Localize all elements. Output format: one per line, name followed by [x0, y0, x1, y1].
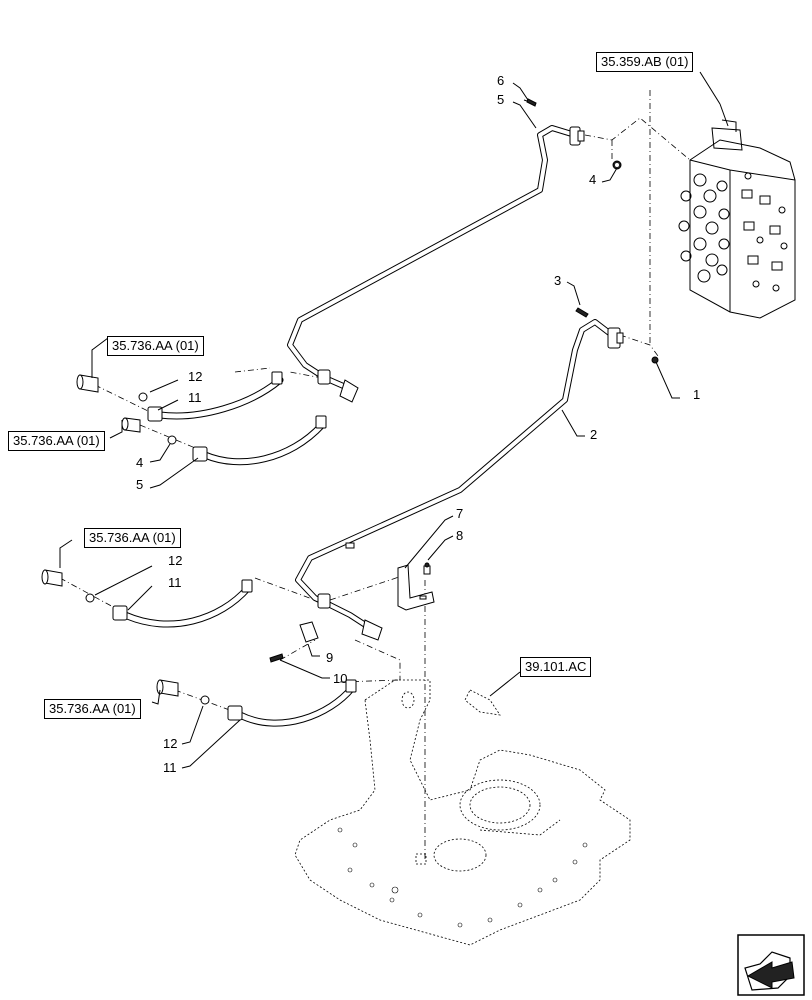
hose-11-lower: [112, 579, 253, 628]
callout-2: 2: [590, 427, 598, 442]
hose-11-bottom: [227, 679, 357, 727]
callout-11-a: 11: [188, 390, 202, 405]
pipe-2: [295, 307, 659, 641]
control-valve-block: [678, 103, 796, 319]
callout-12-b: 12: [168, 553, 183, 568]
arrow-previous-icon[interactable]: [737, 934, 805, 996]
callout-11-c: 11: [163, 760, 177, 775]
bracket-7: [397, 562, 435, 611]
callout-4-mid: 4: [136, 455, 144, 470]
callout-8: 8: [456, 528, 464, 543]
hose-11-upper: [147, 371, 284, 422]
callout-7: 7: [456, 506, 464, 521]
alignment-lines: [59, 90, 691, 860]
callout-9: 9: [326, 650, 334, 665]
callout-11-b: 11: [168, 575, 182, 590]
callout-3: 3: [554, 273, 562, 288]
pipe-5: [287, 98, 622, 403]
callout-12-a: 12: [188, 369, 203, 384]
hose-5-middle: [192, 415, 327, 466]
callout-1: 1: [693, 387, 701, 402]
ref-box-hose-middle[interactable]: 35.736.AA (01): [8, 431, 105, 451]
ref-box-hose-lower[interactable]: 35.736.AA (01): [84, 528, 181, 548]
chassis-frame: [294, 679, 631, 946]
adapters-and-seals: [41, 374, 210, 705]
ref-box-chassis[interactable]: 39.101.AC: [520, 657, 592, 677]
callout-5-mid: 5: [136, 477, 144, 492]
callout-6: 6: [497, 73, 505, 88]
clamp-9: [269, 621, 319, 663]
callout-10: 10: [333, 671, 348, 686]
callout-4-top: 4: [589, 172, 597, 187]
callout-5-top: 5: [497, 92, 505, 107]
ref-box-hose-bottom[interactable]: 35.736.AA (01): [44, 699, 141, 719]
ref-box-hose-upper[interactable]: 35.736.AA (01): [107, 336, 204, 356]
leader-lines: [59, 71, 721, 769]
callout-12-c: 12: [163, 736, 178, 751]
ref-box-valve[interactable]: 35.359.AB (01): [596, 52, 694, 72]
